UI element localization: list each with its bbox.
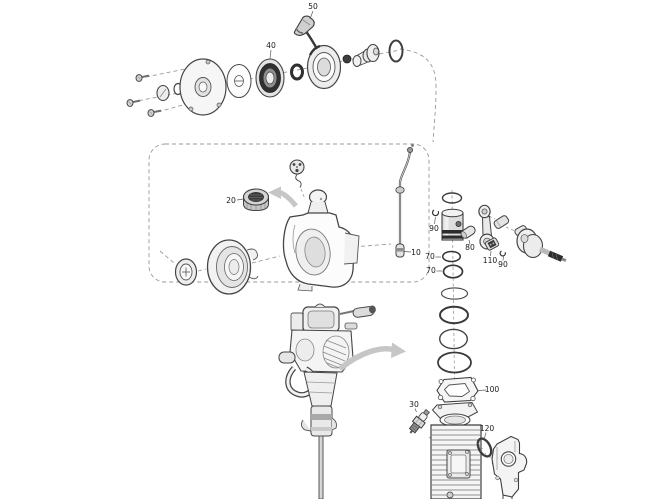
screw-icon [147, 108, 162, 118]
engine-assembly [278, 303, 406, 499]
part-label-100: 100 [485, 385, 500, 394]
piston-ring-upper [441, 250, 462, 263]
clutch-cover-cap [174, 258, 198, 286]
part-callouts: 50 40 20 10 90 80 70 70 110 90 100 30 12… [226, 2, 508, 439]
clutch-drum-housing [206, 239, 259, 295]
grommet [156, 84, 170, 102]
fuel-tank-group [174, 144, 414, 295]
fuel-cap [242, 188, 270, 212]
recoil-starter-group [126, 15, 404, 118]
part-label-70a: 70 [425, 252, 435, 261]
cap-direction-arrow-icon [268, 186, 298, 208]
part-label-50: 50 [308, 2, 318, 11]
spark-plug [408, 409, 430, 434]
screw-icon [126, 98, 141, 108]
cylinder-group [408, 401, 528, 499]
connecting-rod-bearing [484, 237, 500, 251]
drive-shaft [318, 435, 324, 499]
cylinder [430, 401, 482, 499]
piston-ring-lower [442, 264, 464, 279]
fuel-pickup-line [395, 144, 414, 258]
part-label-90b: 90 [498, 260, 508, 269]
friction-disc [226, 64, 252, 98]
piston-crankshaft-group [431, 192, 567, 403]
part-label-20: 20 [226, 196, 236, 205]
part-label-30: 30 [409, 400, 419, 409]
part-label-90a: 90 [429, 224, 439, 233]
hex-nut [342, 54, 352, 64]
fuel-tank [282, 189, 360, 292]
part-label-120: 120 [480, 424, 495, 433]
engine-bracket [491, 435, 528, 499]
retainer-ring [388, 39, 404, 63]
exhaust-gasket [476, 437, 493, 458]
piston [441, 208, 464, 241]
starter-handle [293, 15, 315, 36]
o-ring-medium2 [439, 328, 469, 350]
part-label-80: 80 [465, 243, 475, 252]
throttle-grip [352, 305, 376, 318]
rubber-ring [290, 63, 304, 81]
starter-pulley-bearing [255, 58, 285, 98]
wrist-pin [460, 225, 476, 239]
crankshaft [514, 225, 567, 262]
cylinder-gasket [436, 376, 479, 403]
piston-circlip-left [431, 209, 440, 217]
crank-pin [493, 215, 510, 229]
crankshaft-circlip [499, 250, 506, 257]
part-label-10: 10 [411, 248, 421, 257]
o-ring-medium [439, 305, 469, 325]
screw-icon [135, 73, 150, 83]
o-ring-small [440, 287, 469, 300]
starter-housing-plate [179, 58, 227, 116]
o-ring-large [437, 351, 472, 374]
starter-rope [304, 29, 319, 50]
part-label-110: 110 [483, 256, 498, 265]
explode-direction-arrow-icon [338, 342, 406, 372]
part-label-40: 40 [266, 41, 276, 50]
rope-rotor [306, 44, 342, 90]
cap-retainer [289, 159, 305, 188]
o-ring-top [441, 192, 463, 204]
starter-pawl-hub [352, 43, 380, 68]
part-label-70b: 70 [426, 266, 436, 275]
